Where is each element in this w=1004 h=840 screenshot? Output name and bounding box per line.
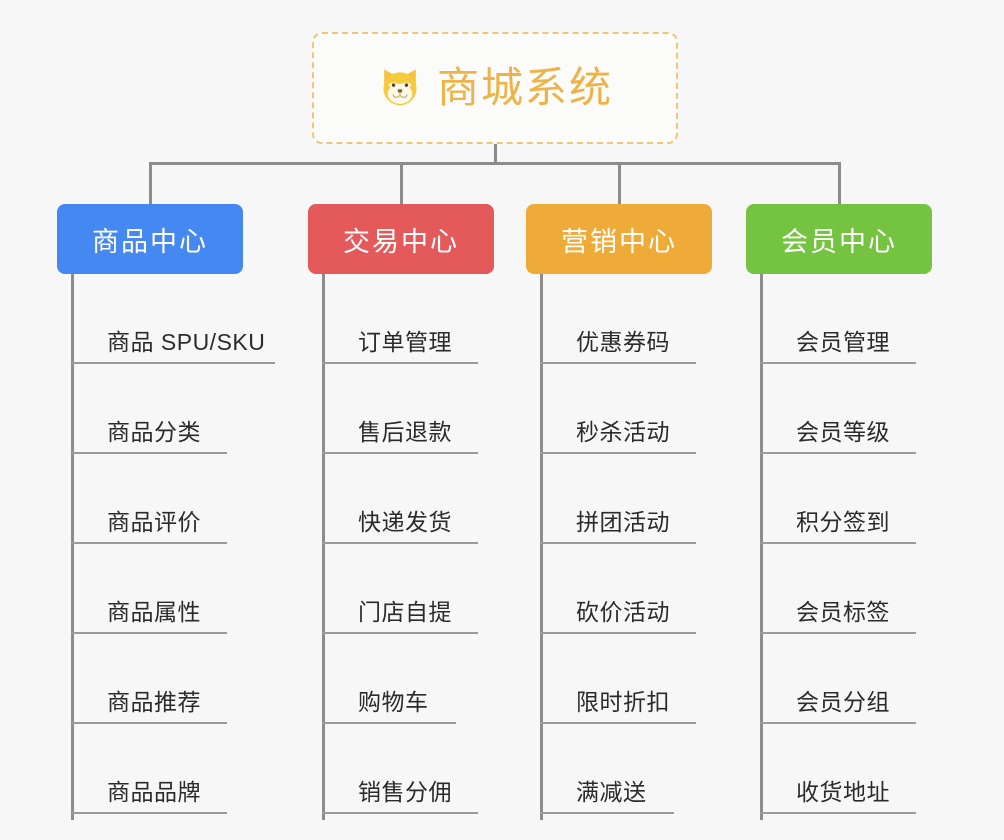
list-item-underline	[540, 542, 696, 544]
category-header-member-center[interactable]: 会员中心	[746, 204, 932, 274]
category-label: 商品中心	[92, 226, 208, 257]
category-header-trade-center[interactable]: 交易中心	[308, 204, 494, 274]
list-item[interactable]: 商品 SPU/SKU	[71, 274, 289, 364]
list-item[interactable]: 拼团活动	[540, 454, 710, 544]
column-trunk	[71, 274, 74, 820]
list-item-underline	[322, 542, 478, 544]
list-item[interactable]: 限时折扣	[540, 634, 710, 724]
list-item[interactable]: 秒杀活动	[540, 364, 710, 454]
list-item-underline	[71, 722, 227, 724]
list-item[interactable]: 优惠券码	[540, 274, 710, 364]
connector-drop-marketing	[618, 162, 621, 205]
list-item-label: 门店自提	[358, 599, 452, 625]
list-item-underline	[540, 362, 696, 364]
connector-horizontal-bus	[149, 162, 841, 165]
list-item-label: 快递发货	[358, 509, 452, 535]
list-item-label: 商品评价	[107, 509, 201, 535]
list-item-underline	[322, 632, 478, 634]
category-header-marketing-center[interactable]: 营销中心	[526, 204, 712, 274]
list-item-underline	[760, 632, 916, 634]
list-item[interactable]: 收货地址	[760, 724, 930, 814]
list-item-label: 积分签到	[796, 509, 890, 535]
list-item[interactable]: 会员分组	[760, 634, 930, 724]
list-item[interactable]: 砍价活动	[540, 544, 710, 634]
list-item-label: 购物车	[358, 689, 429, 715]
list-item-label: 商品属性	[107, 599, 201, 625]
list-item[interactable]: 订单管理	[322, 274, 492, 364]
list-item[interactable]: 会员等级	[760, 364, 930, 454]
list-item-underline	[760, 362, 916, 364]
list-item-label: 会员标签	[796, 599, 890, 625]
column-trunk	[540, 274, 543, 820]
connector-drop-trade	[400, 162, 403, 205]
list-item-underline	[760, 542, 916, 544]
list-item[interactable]: 会员标签	[760, 544, 930, 634]
list-item[interactable]: 商品品牌	[71, 724, 241, 814]
list-item[interactable]: 商品分类	[71, 364, 241, 454]
list-item[interactable]: 门店自提	[322, 544, 492, 634]
list-item[interactable]: 积分签到	[760, 454, 930, 544]
list-item-label: 会员分组	[796, 689, 890, 715]
list-item-label: 会员管理	[796, 329, 890, 355]
list-item-underline	[71, 542, 227, 544]
column-trunk	[322, 274, 325, 820]
list-item-label: 限时折扣	[576, 689, 670, 715]
list-item-label: 会员等级	[796, 419, 890, 445]
list-item-label: 秒杀活动	[576, 419, 670, 445]
connector-drop-member	[838, 162, 841, 205]
connector-root-stem	[494, 144, 497, 164]
list-item-underline	[540, 722, 696, 724]
list-item-label: 商品推荐	[107, 689, 201, 715]
column-trunk	[760, 274, 763, 820]
list-item-underline	[71, 812, 227, 814]
list-item-underline	[71, 632, 227, 634]
list-item-underline	[760, 812, 916, 814]
list-item[interactable]: 快递发货	[322, 454, 492, 544]
list-item-label: 优惠券码	[576, 329, 670, 355]
list-item[interactable]: 商品推荐	[71, 634, 241, 724]
list-item-underline	[540, 812, 674, 814]
list-item-label: 砍价活动	[576, 599, 670, 625]
list-item-underline	[322, 362, 478, 364]
list-item[interactable]: 销售分佣	[322, 724, 492, 814]
list-item[interactable]: 满减送	[540, 724, 688, 814]
list-item-label: 商品分类	[107, 419, 201, 445]
shiba-dog-face-icon	[377, 65, 423, 111]
list-item-label: 订单管理	[358, 329, 452, 355]
list-item-underline	[540, 452, 696, 454]
list-item-underline	[322, 722, 456, 724]
root-title: 商城系统	[436, 64, 613, 111]
category-label: 营销中心	[561, 226, 677, 257]
list-item[interactable]: 商品评价	[71, 454, 241, 544]
list-item[interactable]: 商品属性	[71, 544, 241, 634]
list-item-label: 拼团活动	[576, 509, 670, 535]
list-item-label: 商品 SPU/SKU	[107, 329, 266, 355]
connector-drop-product	[149, 162, 152, 205]
list-item-underline	[71, 362, 275, 364]
list-item[interactable]: 售后退款	[322, 364, 492, 454]
list-item-label: 销售分佣	[358, 779, 452, 805]
list-item-underline	[760, 452, 916, 454]
list-item[interactable]: 会员管理	[760, 274, 930, 364]
list-item-label: 满减送	[576, 779, 647, 805]
list-item-label: 商品品牌	[107, 779, 201, 805]
root-node[interactable]: 商城系统	[312, 32, 678, 144]
list-item-label: 收货地址	[796, 779, 890, 805]
category-header-product-center[interactable]: 商品中心	[57, 204, 243, 274]
list-item-label: 售后退款	[358, 419, 452, 445]
category-label: 会员中心	[781, 226, 897, 257]
list-item-underline	[322, 452, 478, 454]
list-item-underline	[71, 452, 227, 454]
list-item[interactable]: 购物车	[322, 634, 470, 724]
list-item-underline	[322, 812, 478, 814]
list-item-underline	[760, 722, 916, 724]
category-label: 交易中心	[343, 226, 459, 257]
list-item-underline	[540, 632, 696, 634]
